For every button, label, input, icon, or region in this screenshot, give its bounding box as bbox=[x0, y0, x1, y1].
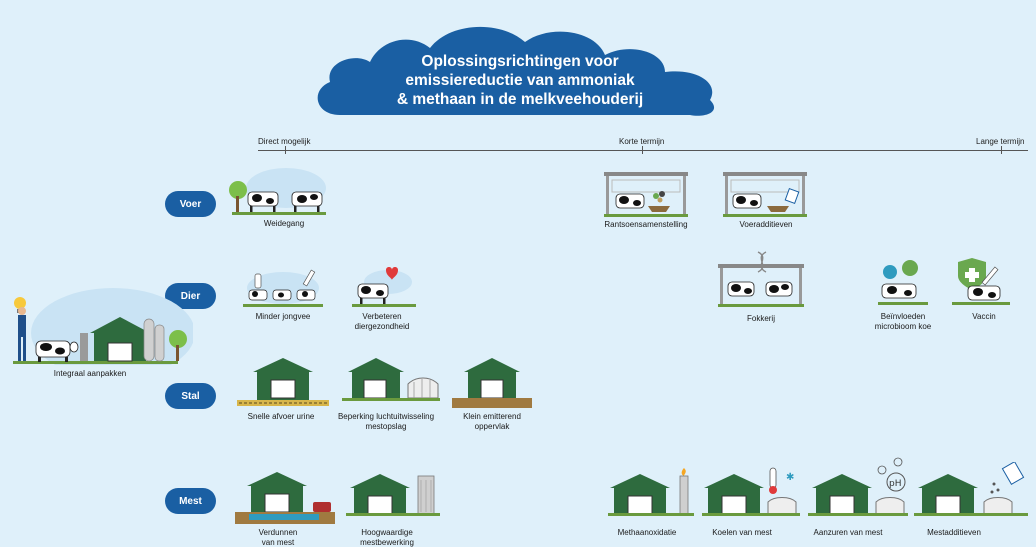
timeline-label-start: Direct mogelijk bbox=[258, 137, 311, 146]
luchtuitwisseling-illustration bbox=[342, 356, 440, 402]
microbioom-illustration bbox=[878, 258, 928, 306]
title-cloud: Oplossingsrichtingen voor emissiereducti… bbox=[310, 20, 730, 122]
mestadditieven-illustration bbox=[914, 462, 1028, 516]
koelen-label: Koelen van mest bbox=[712, 528, 772, 537]
emitterend-oppervlak-illustration bbox=[452, 356, 532, 410]
vaccin-label: Vaccin bbox=[972, 312, 996, 321]
fokkerij-illustration bbox=[718, 250, 804, 308]
mestadditieven-label: Mestadditieven bbox=[927, 528, 981, 537]
urine-label: Snelle afvoer urine bbox=[247, 412, 315, 421]
vaccin-illustration bbox=[952, 258, 1010, 306]
urine-illustration bbox=[235, 356, 331, 410]
timeline-label-mid: Korte termijn bbox=[619, 137, 665, 146]
timeline-axis bbox=[258, 150, 1028, 151]
minder-jongvee-label: Minder jongvee bbox=[255, 312, 311, 321]
timeline-tick-end bbox=[1001, 146, 1002, 154]
category-stal[interactable]: Stal bbox=[165, 383, 216, 409]
voeradditieven-illustration bbox=[723, 172, 807, 218]
integraal-illustration bbox=[8, 285, 193, 365]
aanzuren-illustration: pH bbox=[808, 456, 908, 516]
timeline-label-end: Lange termijn bbox=[976, 137, 1025, 146]
fokkerij-label: Fokkerij bbox=[746, 314, 775, 323]
diergezondheid-illustration bbox=[352, 266, 416, 308]
verdunnen-illustration bbox=[235, 472, 335, 526]
weidegang-illustration bbox=[228, 168, 328, 216]
rantsoen-illustration bbox=[604, 172, 688, 218]
ph-label: pH bbox=[889, 479, 901, 489]
integraal-label: Integraal aanpakken bbox=[53, 369, 127, 378]
cloud-shape bbox=[317, 26, 715, 116]
aanzuren-label: Aanzuren van mest bbox=[813, 528, 883, 537]
timeline-tick-start bbox=[285, 146, 286, 154]
minder-jongvee-illustration bbox=[243, 268, 323, 308]
rantsoen-label: Rantsoensamenstelling bbox=[604, 220, 688, 229]
category-mest[interactable]: Mest bbox=[165, 488, 216, 514]
timeline-tick-mid bbox=[642, 146, 643, 154]
voeradditieven-label: Voeradditieven bbox=[739, 220, 793, 229]
page-title: Oplossingsrichtingen voor emissiereducti… bbox=[396, 53, 644, 108]
svg-text:✱: ✱ bbox=[786, 472, 794, 483]
category-voer[interactable]: Voer bbox=[165, 191, 216, 217]
koelen-illustration: ✱ bbox=[702, 466, 800, 516]
methaanoxidatie-illustration bbox=[608, 468, 694, 516]
methaanoxidatie-label: Methaanoxidatie bbox=[617, 528, 677, 537]
mestbewerking-illustration bbox=[346, 474, 440, 516]
weidegang-label: Weidegang bbox=[263, 219, 305, 228]
